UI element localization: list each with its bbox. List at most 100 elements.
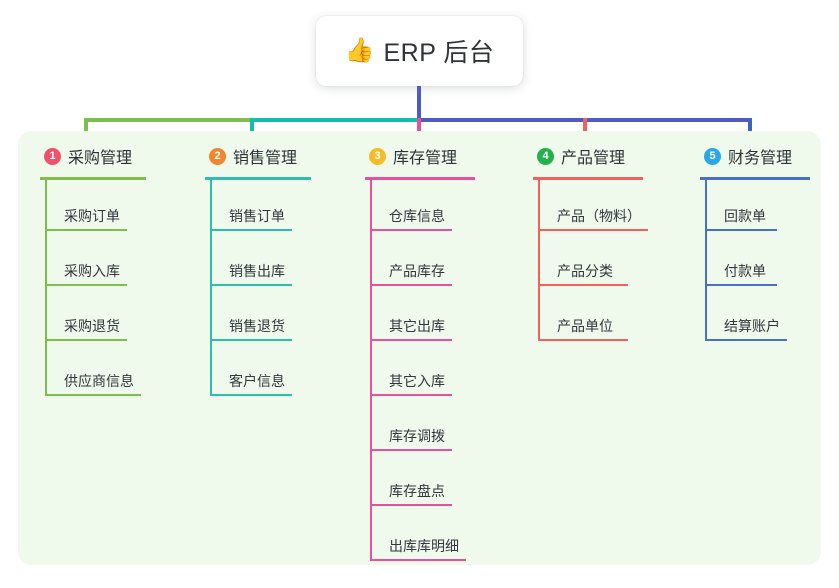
column-items: 销售订单销售出库销售退货客户信息 [205,180,355,400]
menu-item[interactable]: 销售出库 [205,235,355,290]
page-title: ERP 后台 [383,39,495,67]
column-spine [538,180,540,341]
menu-item-label: 客户信息 [229,373,285,389]
column-header-1[interactable]: 1 采购管理 [40,143,190,169]
menu-item-label: 供应商信息 [64,373,134,389]
connector-horizontal-segment [84,118,192,122]
menu-item-underline [370,339,452,341]
column-header-5[interactable]: 5 财务管理 [700,143,820,169]
column-1: 1 采购管理采购订单采购入库采购退货供应商信息 [40,143,190,400]
menu-item-underline [210,394,292,396]
title-stem-connector [417,86,421,122]
menu-item[interactable]: 采购入库 [40,235,190,290]
column-title: 销售管理 [233,150,298,167]
menu-item-underline [210,284,292,286]
menu-item-underline [538,339,628,341]
menu-item[interactable]: 结算账户 [700,290,820,345]
column-spine [210,180,212,396]
menu-item-label: 仓库信息 [389,208,445,224]
column-spine [705,180,707,341]
menu-item-underline [370,284,452,286]
menu-item[interactable]: 销售订单 [205,180,355,235]
menu-item-label: 采购入库 [64,263,120,279]
menu-item-label: 产品分类 [557,263,613,279]
menu-item[interactable]: 采购退货 [40,290,190,345]
title-card-content: 👍 ERP 后台 [345,33,495,69]
menu-item-underline [45,229,127,231]
column-title: 财务管理 [728,150,793,167]
menu-item[interactable]: 采购订单 [40,180,190,235]
menu-item-label: 出库库明细 [389,538,459,554]
menu-item-underline [538,229,648,231]
connector-horizontal-segment [190,118,254,122]
menu-item[interactable]: 产品库存 [365,235,515,290]
menu-item-underline [210,339,292,341]
column-title: 采购管理 [68,150,133,167]
menu-item[interactable]: 客户信息 [205,345,355,400]
menu-item-underline [370,229,452,231]
menu-item[interactable]: 付款单 [700,235,820,290]
column-3: 3 库存管理仓库信息产品库存其它出库其它入库库存调拨库存盘点出库库明细 [365,143,515,565]
menu-item-underline [705,284,777,286]
menu-item-underline [705,339,787,341]
column-number-badge: 4 [537,147,554,165]
menu-item-label: 采购订单 [64,208,120,224]
menu-item[interactable]: 其它出库 [365,290,515,345]
menu-item[interactable]: 库存盘点 [365,455,515,510]
menu-item[interactable]: 销售退货 [205,290,355,345]
column-number-badge: 3 [369,147,386,165]
title-card[interactable]: 👍 ERP 后台 [316,16,523,86]
column-underline [533,177,643,180]
menu-item-underline [45,394,141,396]
menu-item-label: 产品（物料） [557,208,641,224]
column-number-badge: 1 [44,147,61,165]
column-items: 产品（物料） 产品分类产品单位 [533,180,693,345]
column-header-3[interactable]: 3 库存管理 [365,143,515,169]
menu-item-label: 销售出库 [229,263,285,279]
menu-item-label: 产品单位 [557,318,613,334]
connector-horizontal-segment [252,118,419,122]
menu-item-underline [370,394,452,396]
menu-item[interactable]: 回款单 [700,180,820,235]
sitemap-panel [18,131,821,565]
menu-item[interactable]: 出库库明细 [365,510,515,565]
menu-item-underline [370,504,452,506]
column-items: 仓库信息产品库存其它出库其它入库库存调拨库存盘点出库库明细 [365,180,515,565]
menu-item-label: 销售订单 [229,208,285,224]
column-underline [365,177,475,180]
menu-item[interactable]: 其它入库 [365,345,515,400]
menu-item[interactable]: 库存调拨 [365,400,515,455]
menu-item-underline [370,559,466,561]
menu-item[interactable]: 产品分类 [533,235,693,290]
menu-item[interactable]: 仓库信息 [365,180,515,235]
column-number-badge: 5 [704,147,721,165]
menu-item-label: 付款单 [724,263,766,279]
menu-item[interactable]: 产品单位 [533,290,693,345]
menu-item[interactable]: 供应商信息 [40,345,190,400]
menu-item-label: 库存盘点 [389,483,445,499]
column-items: 采购订单采购入库采购退货供应商信息 [40,180,190,400]
column-spine [45,180,47,396]
menu-item-label: 采购退货 [64,318,120,334]
thumbs-up-icon: 👍 [344,37,375,64]
column-items: 回款单付款单结算账户 [700,180,820,345]
column-spine [370,180,372,561]
menu-item-underline [705,229,777,231]
menu-item-label: 结算账户 [724,318,780,334]
menu-item-label: 回款单 [724,208,766,224]
menu-item-underline [370,449,452,451]
menu-item-underline [210,229,292,231]
menu-item-underline [45,284,127,286]
menu-item[interactable]: 产品（物料） [533,180,693,235]
column-title: 库存管理 [393,150,458,167]
column-underline [700,177,810,180]
menu-item-underline [538,284,628,286]
column-underline [40,177,146,180]
menu-item-label: 库存调拨 [389,428,445,444]
menu-item-label: 产品库存 [389,263,445,279]
